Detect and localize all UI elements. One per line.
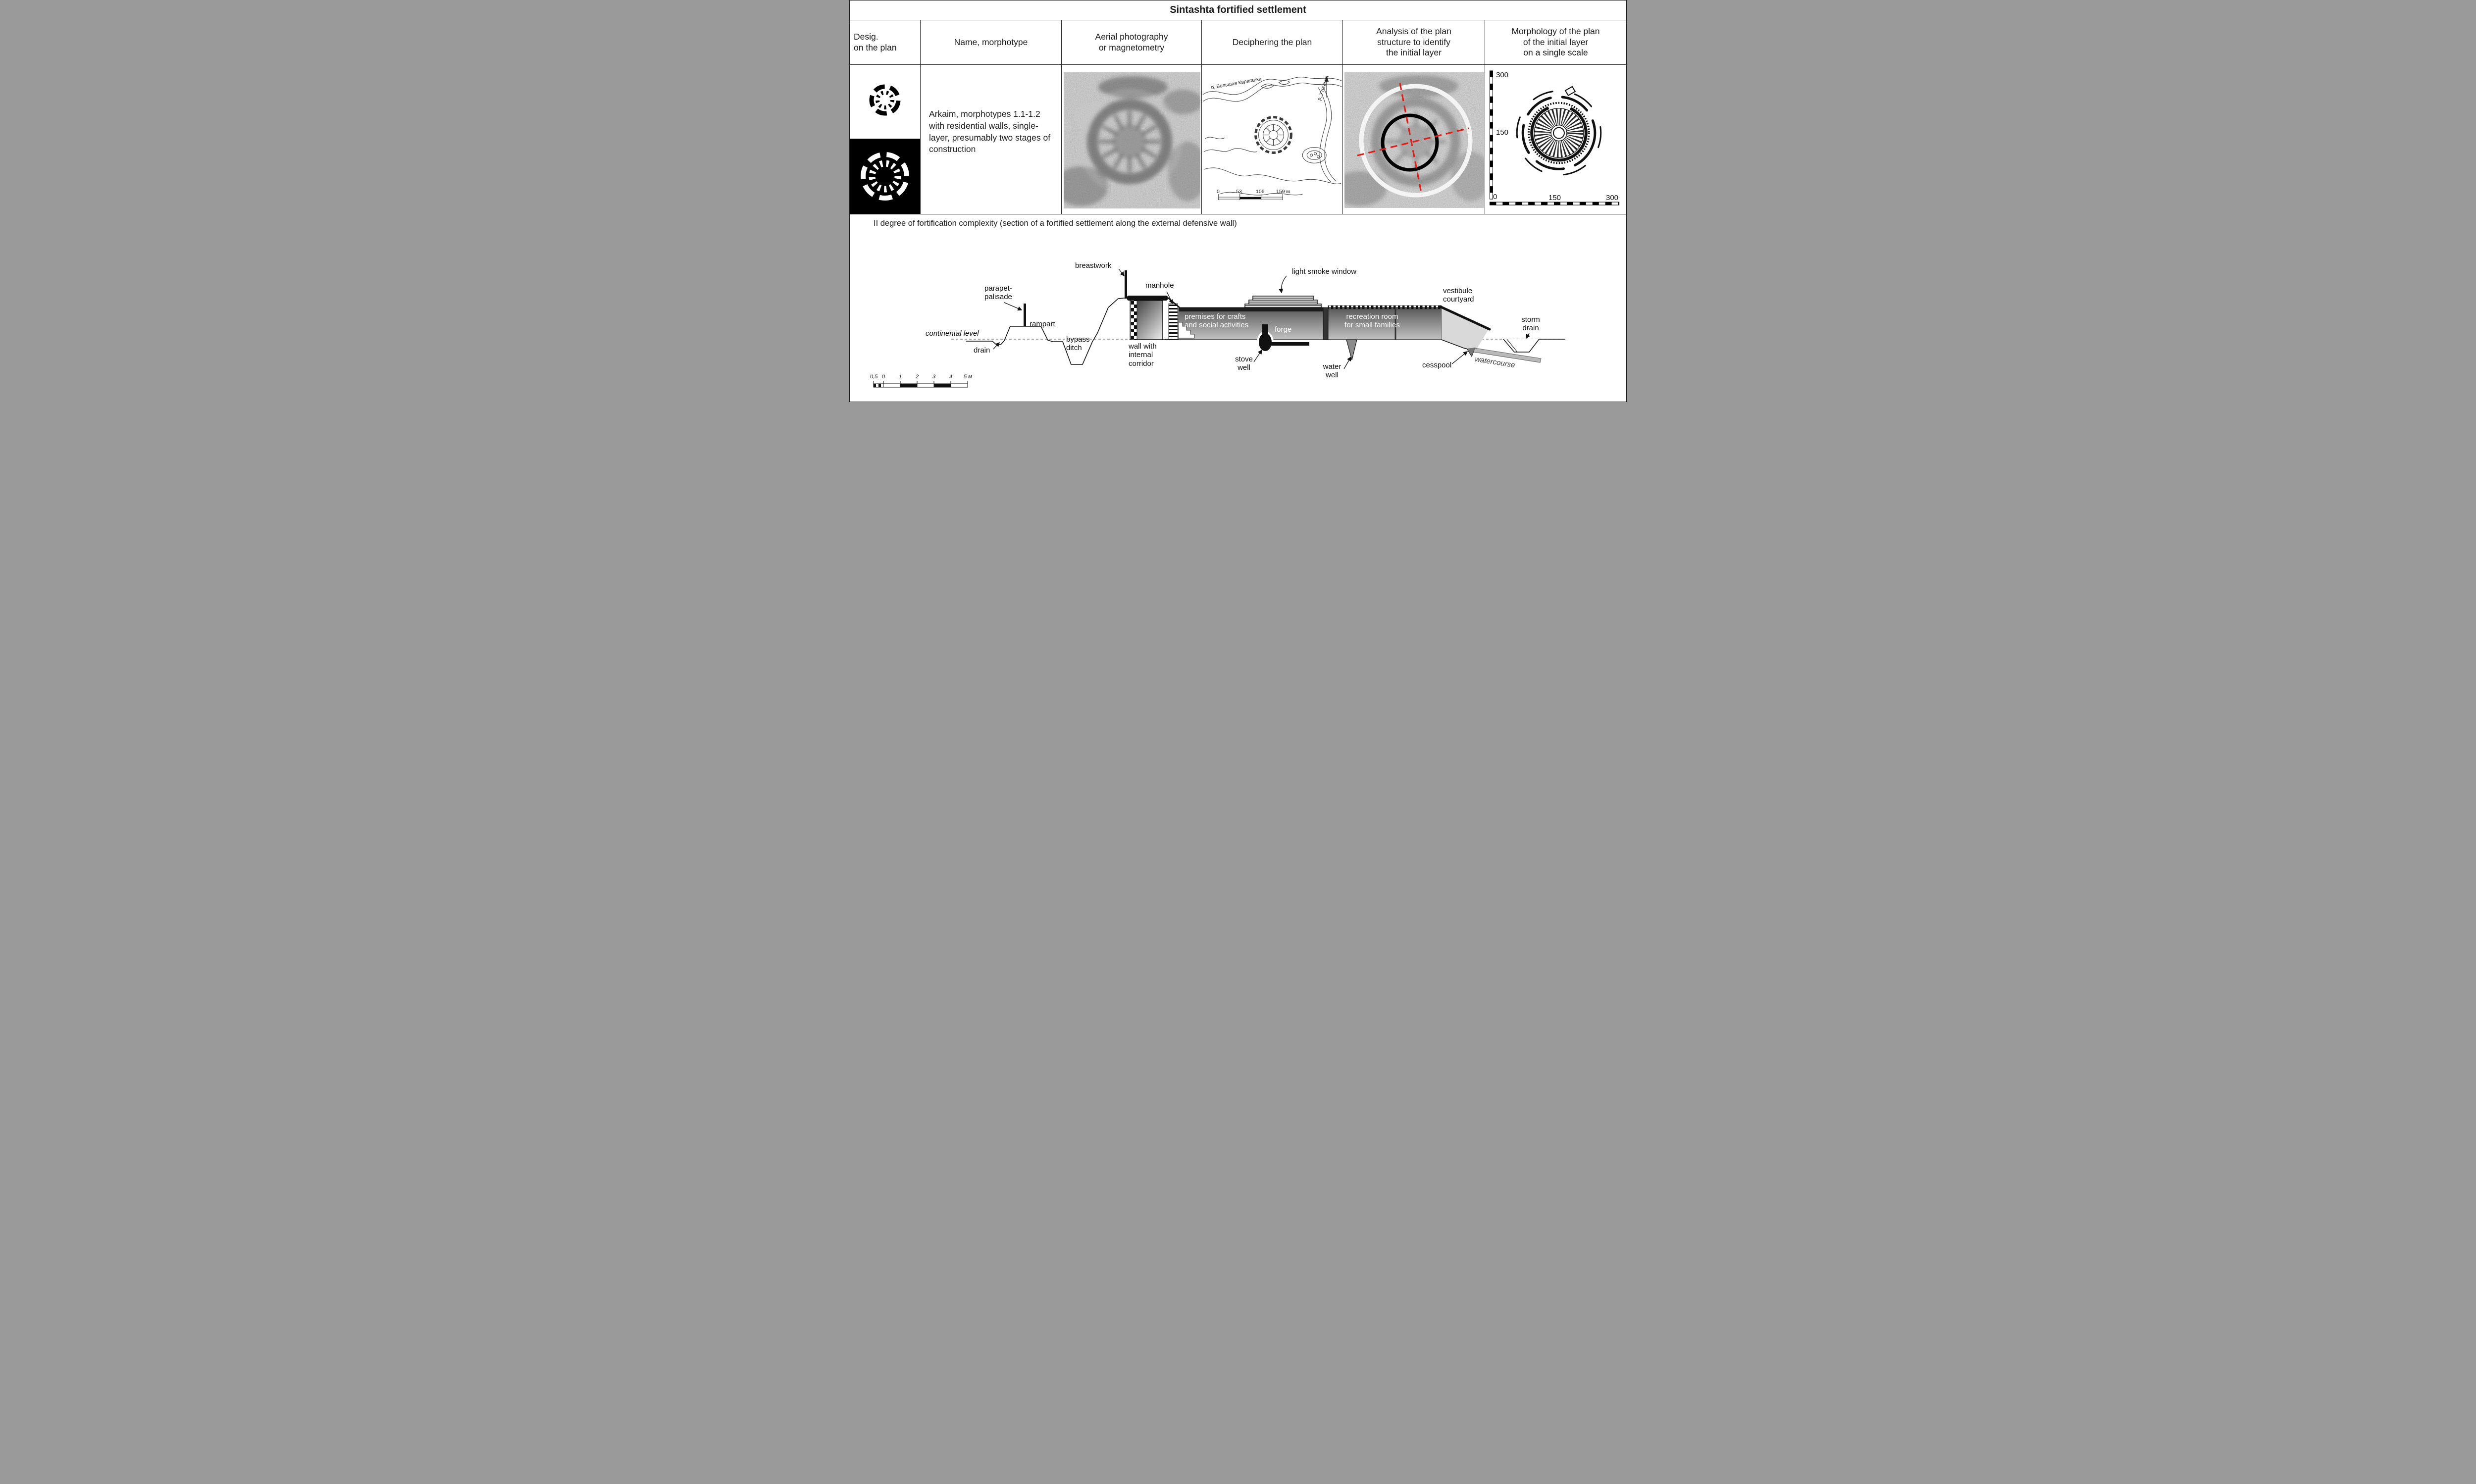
label-premises: premises for crafts and social activitie…	[1185, 312, 1249, 330]
header-analysis: Analysis of the plan structure to identi…	[1343, 20, 1485, 65]
axis-cross	[1357, 83, 1469, 196]
scale-tick-5m: 5 м	[964, 374, 972, 380]
initial-layer-ring	[1381, 113, 1439, 172]
label-stove-well: stove well	[1235, 355, 1253, 372]
palisade-post	[1024, 304, 1026, 326]
label-drain: drain	[974, 346, 990, 355]
label-continental-level: continental level	[926, 329, 979, 338]
cell-description: Arkaim, morphotypes 1.1-1.2 with residen…	[921, 65, 1062, 214]
cell-analysis	[1343, 65, 1485, 214]
aerial-photo	[1064, 72, 1200, 208]
settlement-ring-structure-faint	[1344, 75, 1484, 206]
cell-designation	[850, 65, 921, 214]
recreation-block	[1328, 305, 1442, 340]
horizontal-ruler	[1489, 202, 1620, 205]
smoke-window-structure	[1244, 296, 1322, 308]
scale-tick-05: 0,5	[870, 374, 878, 380]
plan-scale-0: 0	[1217, 189, 1220, 195]
morphology-drawing	[1489, 70, 1620, 205]
label-bypass-ditch: bypass ditch	[1066, 335, 1090, 353]
morphotype-ring-inverted-icon	[861, 152, 909, 201]
section-scale-bar	[873, 381, 968, 388]
scale-tick-3: 3	[932, 374, 936, 380]
watercourse-structure	[1473, 348, 1542, 363]
section-title: II degree of fortification complexity (s…	[874, 219, 1237, 228]
water-well-structure	[1346, 339, 1357, 360]
section-fortification: II degree of fortification complexity (s…	[850, 214, 1626, 402]
morphotype-ring-inverted-panel	[850, 139, 920, 214]
partition-wall	[1323, 307, 1329, 340]
label-storm-drain: storm drain	[1521, 315, 1540, 333]
breastwork-post	[1125, 270, 1127, 299]
plan-scale-53: 53	[1236, 189, 1242, 195]
wall-with-corridor	[1127, 296, 1180, 340]
plan-scale-159: 159 м	[1276, 189, 1290, 195]
label-rampart: rampart	[1030, 320, 1055, 328]
label-forge: forge	[1275, 325, 1292, 334]
vestibule-structure	[1439, 305, 1491, 352]
label-recreation-room: recreation room for small families	[1344, 312, 1400, 330]
settlement-ring-structure	[1064, 76, 1200, 206]
label-manhole: manhole	[1145, 281, 1174, 290]
storm-drain-structure	[1503, 339, 1565, 353]
outer-wall-ring	[1359, 84, 1473, 198]
initial-layer-plan	[1516, 86, 1602, 176]
axis-150-h: 150	[1548, 194, 1561, 202]
ground-profile	[966, 297, 1130, 365]
cell-aerial-photo	[1062, 65, 1202, 214]
analysis-overlay	[1357, 83, 1473, 198]
cell-plan-drawing: р. Большая Караганка р. Утяганка 0 53 10…	[1202, 65, 1343, 214]
plan-scale-bar	[1218, 194, 1283, 201]
cross-section-drawing	[873, 268, 1565, 388]
plan-scale-106: 106	[1256, 189, 1265, 195]
header-morphology: Morphology of the plan of the initial la…	[1485, 20, 1626, 65]
pointer-arrows	[993, 268, 1530, 369]
scale-tick-2: 2	[916, 374, 919, 380]
axis-0: 0	[1493, 193, 1497, 201]
header-name-morphotype: Name, morphotype	[921, 20, 1062, 65]
header-designation: Desig. on the plan	[850, 20, 921, 65]
morphotype-description: Arkaim, morphotypes 1.1-1.2 with residen…	[929, 109, 1051, 154]
label-wall-internal-corridor: wall with internal corridor	[1129, 342, 1157, 368]
label-vestibule-courtyard: vestibule courtyard	[1443, 287, 1474, 304]
label-parapet-palisade: parapet- palisade	[984, 284, 1012, 302]
morphotype-ring-icon	[869, 84, 901, 116]
label-cesspool: cesspool	[1422, 361, 1452, 369]
scale-tick-0: 0	[882, 374, 885, 380]
table-title: Sintashta fortified settlement	[850, 0, 1626, 20]
header-deciphering: Deciphering the plan	[1202, 20, 1343, 65]
plan-drawing	[1202, 75, 1342, 201]
header-aerial: Aerial photography or magnetometry	[1062, 20, 1202, 65]
scale-tick-1: 1	[899, 374, 902, 380]
cell-morphology: 300 150 0 150 300	[1485, 65, 1626, 214]
axis-300-v: 300	[1496, 71, 1509, 79]
analysis-photo	[1344, 72, 1484, 208]
stove-well-structure	[1257, 324, 1309, 353]
scale-tick-4: 4	[949, 374, 953, 380]
figure-page: Sintashta fortified settlement Desig. on…	[849, 0, 1627, 402]
axis-150-v: 150	[1496, 128, 1509, 137]
north-arrow-icon	[1325, 75, 1329, 98]
label-light-smoke-window: light smoke window	[1292, 267, 1357, 276]
vertical-ruler	[1489, 70, 1493, 200]
manhole-structure	[1168, 303, 1178, 340]
label-water-well: water well	[1323, 362, 1341, 380]
axis-300-h: 300	[1606, 194, 1619, 202]
label-breastwork: breastwork	[1075, 261, 1112, 270]
